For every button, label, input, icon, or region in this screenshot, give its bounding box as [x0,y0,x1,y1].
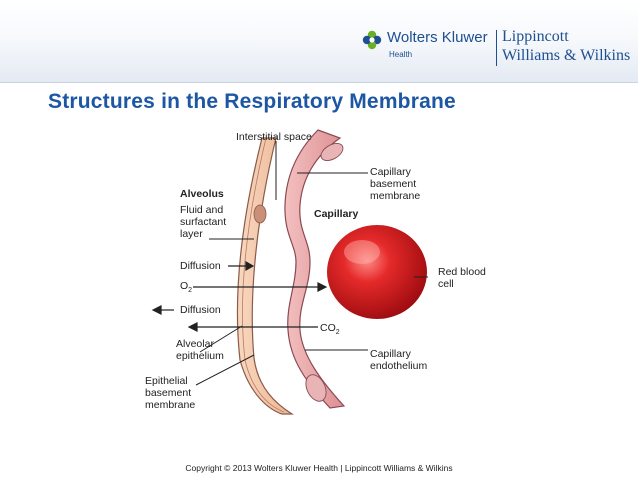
imprint-line1: Lippincott [502,28,569,45]
label-red-blood-cell: Red blood cell [438,266,486,290]
label-interstitial-space: Interstitial space [236,131,312,143]
epithelial-nucleus [253,204,267,224]
imprint-line2: Williams & Wilkins [502,47,631,64]
publisher-sub: Health [389,50,413,59]
header-divider [0,82,638,83]
red-blood-cell [327,225,427,319]
alveolar-epithelium-layer [236,137,295,415]
label-capillary: Capillary [314,208,359,220]
endothelial-nucleus-bottom [305,374,327,402]
label-diffusion-out: Diffusion [180,304,221,316]
label-fluid-surfactant-layer: Fluid and surfactant layer [180,204,227,240]
capillary-endothelium-layer [284,129,346,409]
label-diffusion-in: Diffusion [180,260,221,272]
publisher-name: Wolters Kluwer [387,29,488,46]
label-epithelial-basement-membrane: Epithelial basement membrane [145,375,196,411]
label-o2: O2 [180,280,193,295]
endothelial-nucleus-top [320,143,344,161]
wk-flower-logo-icon [362,30,382,50]
slide-header [0,0,638,82]
label-capillary-endothelium: Capillary endothelium [370,348,428,372]
slide-title: Structures in the Respiratory Membrane [48,90,456,113]
copyright-footer: Copyright © 2013 Wolters Kluwer Health |… [185,463,453,473]
label-capillary-basement-membrane: Capillary basement membrane [370,166,421,202]
label-alveolar-epithelium: Alveolar epithelium [176,338,224,362]
logo-divider [496,30,497,66]
rbc-highlight [344,240,380,264]
label-co2: CO2 [320,322,340,337]
label-alveolus: Alveolus [180,188,224,200]
